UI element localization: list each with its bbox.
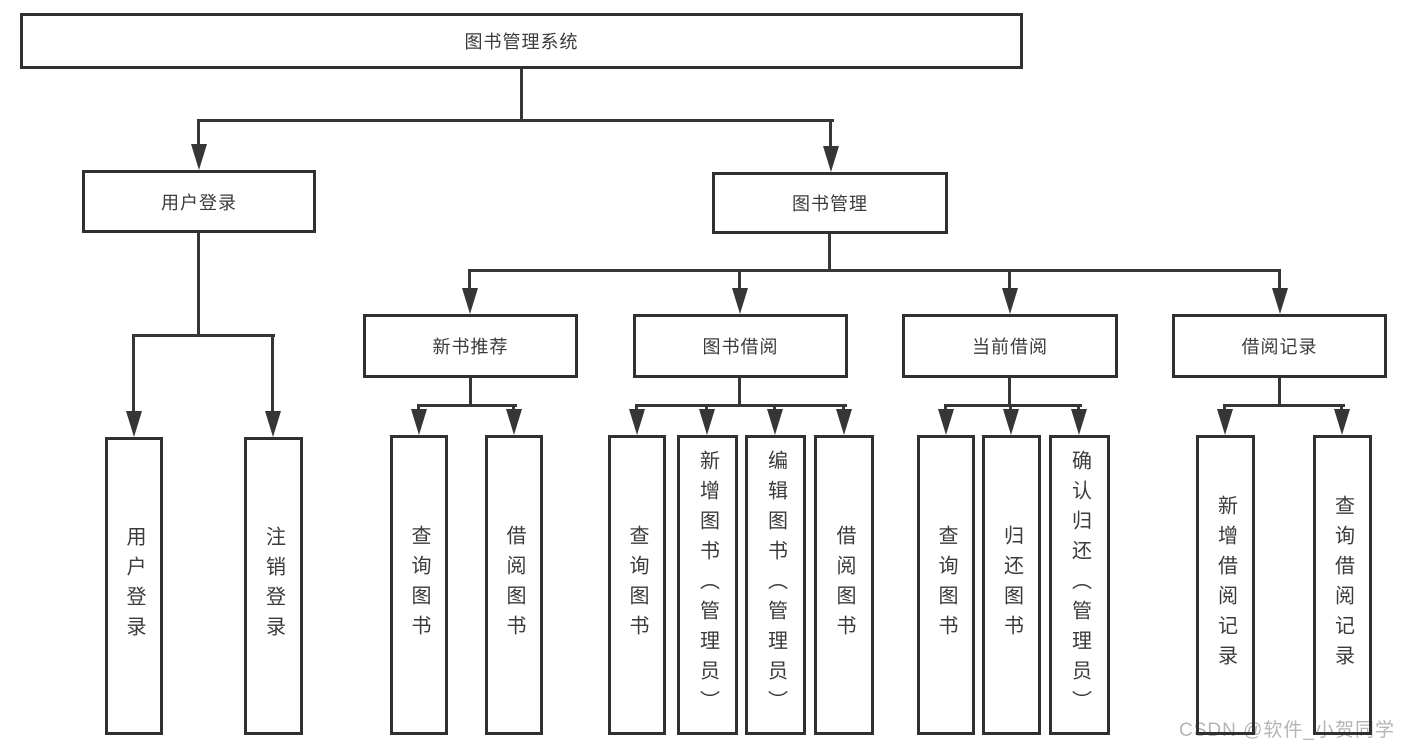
arrowhead-down-icon (629, 409, 645, 435)
arrowhead-down-icon (506, 409, 522, 435)
node-book-mgmt: 图书管理 (712, 172, 948, 234)
node-bb-borrow-books-label: 借阅图书 (833, 525, 855, 645)
connector-line (1223, 404, 1345, 407)
node-borrow-records: 借阅记录 (1172, 314, 1387, 378)
node-cb-return-books: 归还图书 (982, 435, 1041, 735)
connector-line (469, 378, 472, 406)
node-cb-query-books-label: 查询图书 (935, 525, 957, 645)
connector-line (1008, 378, 1011, 406)
arrowhead-down-icon (767, 409, 783, 435)
connector-line (197, 233, 200, 336)
arrowhead-down-icon (1334, 409, 1350, 435)
connector-line (829, 121, 832, 146)
node-new-book-rec-label: 新书推荐 (432, 337, 509, 357)
node-bb-query-books-label: 查询图书 (626, 525, 648, 645)
connector-line (944, 406, 947, 410)
node-br-add-record-label: 新增借阅记录 (1214, 495, 1237, 675)
node-bb-edit-books-label: 编辑图书（管理员） (764, 450, 787, 720)
connector-line (1278, 378, 1281, 406)
arrowhead-down-icon (836, 409, 852, 435)
node-cb-return-books-label: 归还图书 (1000, 525, 1023, 645)
node-br-query-record-label: 查询借阅记录 (1331, 495, 1354, 675)
node-cb-confirm-return-label: 确认归还（管理员） (1068, 450, 1091, 720)
arrowhead-down-icon (1002, 288, 1018, 314)
arrowhead-down-icon (462, 288, 478, 314)
arrowhead-down-icon (823, 146, 839, 172)
connector-line (1009, 406, 1012, 410)
arrowhead-down-icon (1071, 409, 1087, 435)
connector-line (468, 269, 1281, 272)
connector-line (842, 406, 845, 410)
node-bb-add-books: 新增图书（管理员） (677, 435, 738, 735)
node-nbr-borrow-books-label: 借阅图书 (503, 525, 525, 645)
connector-line (773, 406, 776, 410)
arrowhead-down-icon (732, 288, 748, 314)
arrowhead-down-icon (411, 409, 427, 435)
connector-line (417, 404, 517, 407)
node-current-borrow-label: 当前借阅 (972, 337, 1048, 357)
connector-line (1340, 406, 1343, 410)
arrowhead-down-icon (938, 409, 954, 435)
node-br-add-record: 新增借阅记录 (1196, 435, 1255, 735)
node-bb-borrow-books: 借阅图书 (814, 435, 874, 735)
node-bb-query-books: 查询图书 (608, 435, 666, 735)
node-user-login: 用户登录 (105, 437, 163, 735)
node-cb-confirm-return: 确认归还（管理员） (1049, 435, 1110, 735)
node-root: 图书管理系统 (20, 13, 1023, 69)
node-user-login-label: 用户登录 (123, 526, 145, 646)
connector-line (132, 336, 135, 411)
arrowhead-down-icon (1003, 409, 1019, 435)
arrowhead-down-icon (1217, 409, 1233, 435)
connector-line (635, 404, 847, 407)
connector-line (197, 121, 200, 144)
node-logout: 注销登录 (244, 437, 303, 735)
connector-line (944, 404, 1082, 407)
node-bb-add-books-label: 新增图书（管理员） (696, 450, 719, 720)
connector-line (512, 406, 515, 410)
connector-line (828, 234, 831, 271)
node-nbr-query-books: 查询图书 (390, 435, 448, 735)
connector-line (1278, 271, 1281, 288)
connector-line (635, 406, 638, 410)
connector-line (1077, 406, 1080, 410)
connector-line (468, 271, 471, 288)
csdn-watermark: CSDN @软件_小贺同学 (1179, 720, 1395, 741)
arrowhead-down-icon (699, 409, 715, 435)
node-nbr-borrow-books: 借阅图书 (485, 435, 543, 735)
node-borrow-records-label: 借阅记录 (1241, 337, 1318, 357)
node-cb-query-books: 查询图书 (917, 435, 975, 735)
node-bb-edit-books: 编辑图书（管理员） (745, 435, 806, 735)
connector-line (705, 406, 708, 410)
connector-line (738, 271, 741, 288)
node-book-borrow: 图书借阅 (633, 314, 848, 378)
connector-line (1223, 406, 1226, 410)
node-new-book-rec: 新书推荐 (363, 314, 578, 378)
node-nbr-query-books-label: 查询图书 (408, 525, 430, 645)
node-user-login-group-label: 用户登录 (161, 192, 237, 213)
connector-line (197, 119, 834, 122)
node-book-borrow-label: 图书借阅 (702, 337, 779, 357)
node-book-mgmt-label: 图书管理 (792, 194, 868, 214)
node-br-query-record: 查询借阅记录 (1313, 435, 1372, 735)
arrowhead-down-icon (191, 144, 207, 170)
connector-line (520, 69, 523, 121)
node-current-borrow: 当前借阅 (902, 314, 1118, 378)
arrowhead-down-icon (126, 411, 142, 437)
connector-line (1008, 271, 1011, 288)
node-logout-label: 注销登录 (262, 526, 285, 646)
node-root-label: 图书管理系统 (464, 32, 579, 52)
connector-line (738, 378, 741, 406)
arrowhead-down-icon (265, 411, 281, 437)
connector-line (132, 334, 275, 337)
arrowhead-down-icon (1272, 288, 1288, 314)
node-user-login-group: 用户登录 (82, 170, 316, 233)
connector-line (417, 406, 420, 410)
connector-line (271, 336, 274, 411)
